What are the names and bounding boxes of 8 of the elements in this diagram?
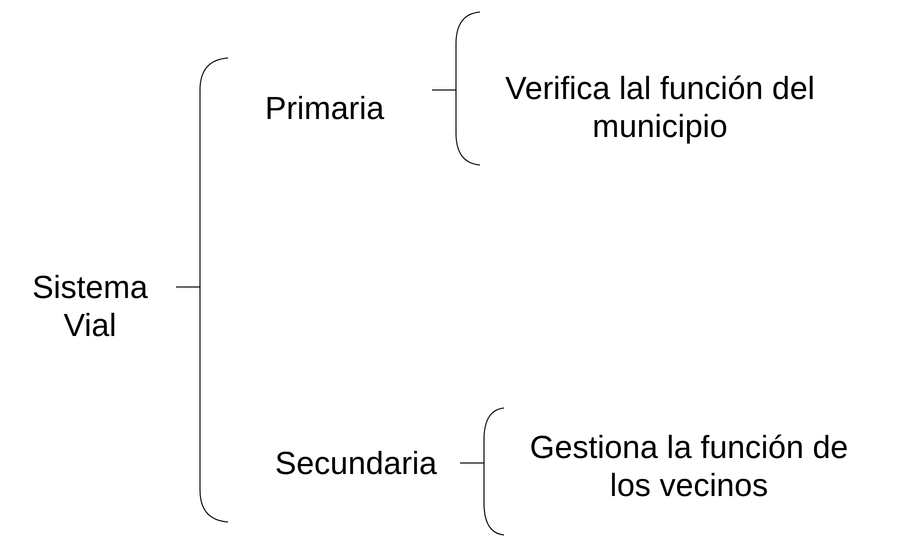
node-label: Verifica lal función del municipio — [504, 69, 816, 145]
brace-connector — [432, 12, 480, 166]
brace-connector — [176, 286, 228, 522]
node-label: Primaria — [265, 89, 386, 127]
brace-connector — [460, 408, 504, 536]
node-label: Sistema Vial — [31, 268, 149, 344]
node-label: Gestiona la función de los vecinos — [528, 428, 850, 504]
node-label: Secundaria — [275, 444, 438, 482]
